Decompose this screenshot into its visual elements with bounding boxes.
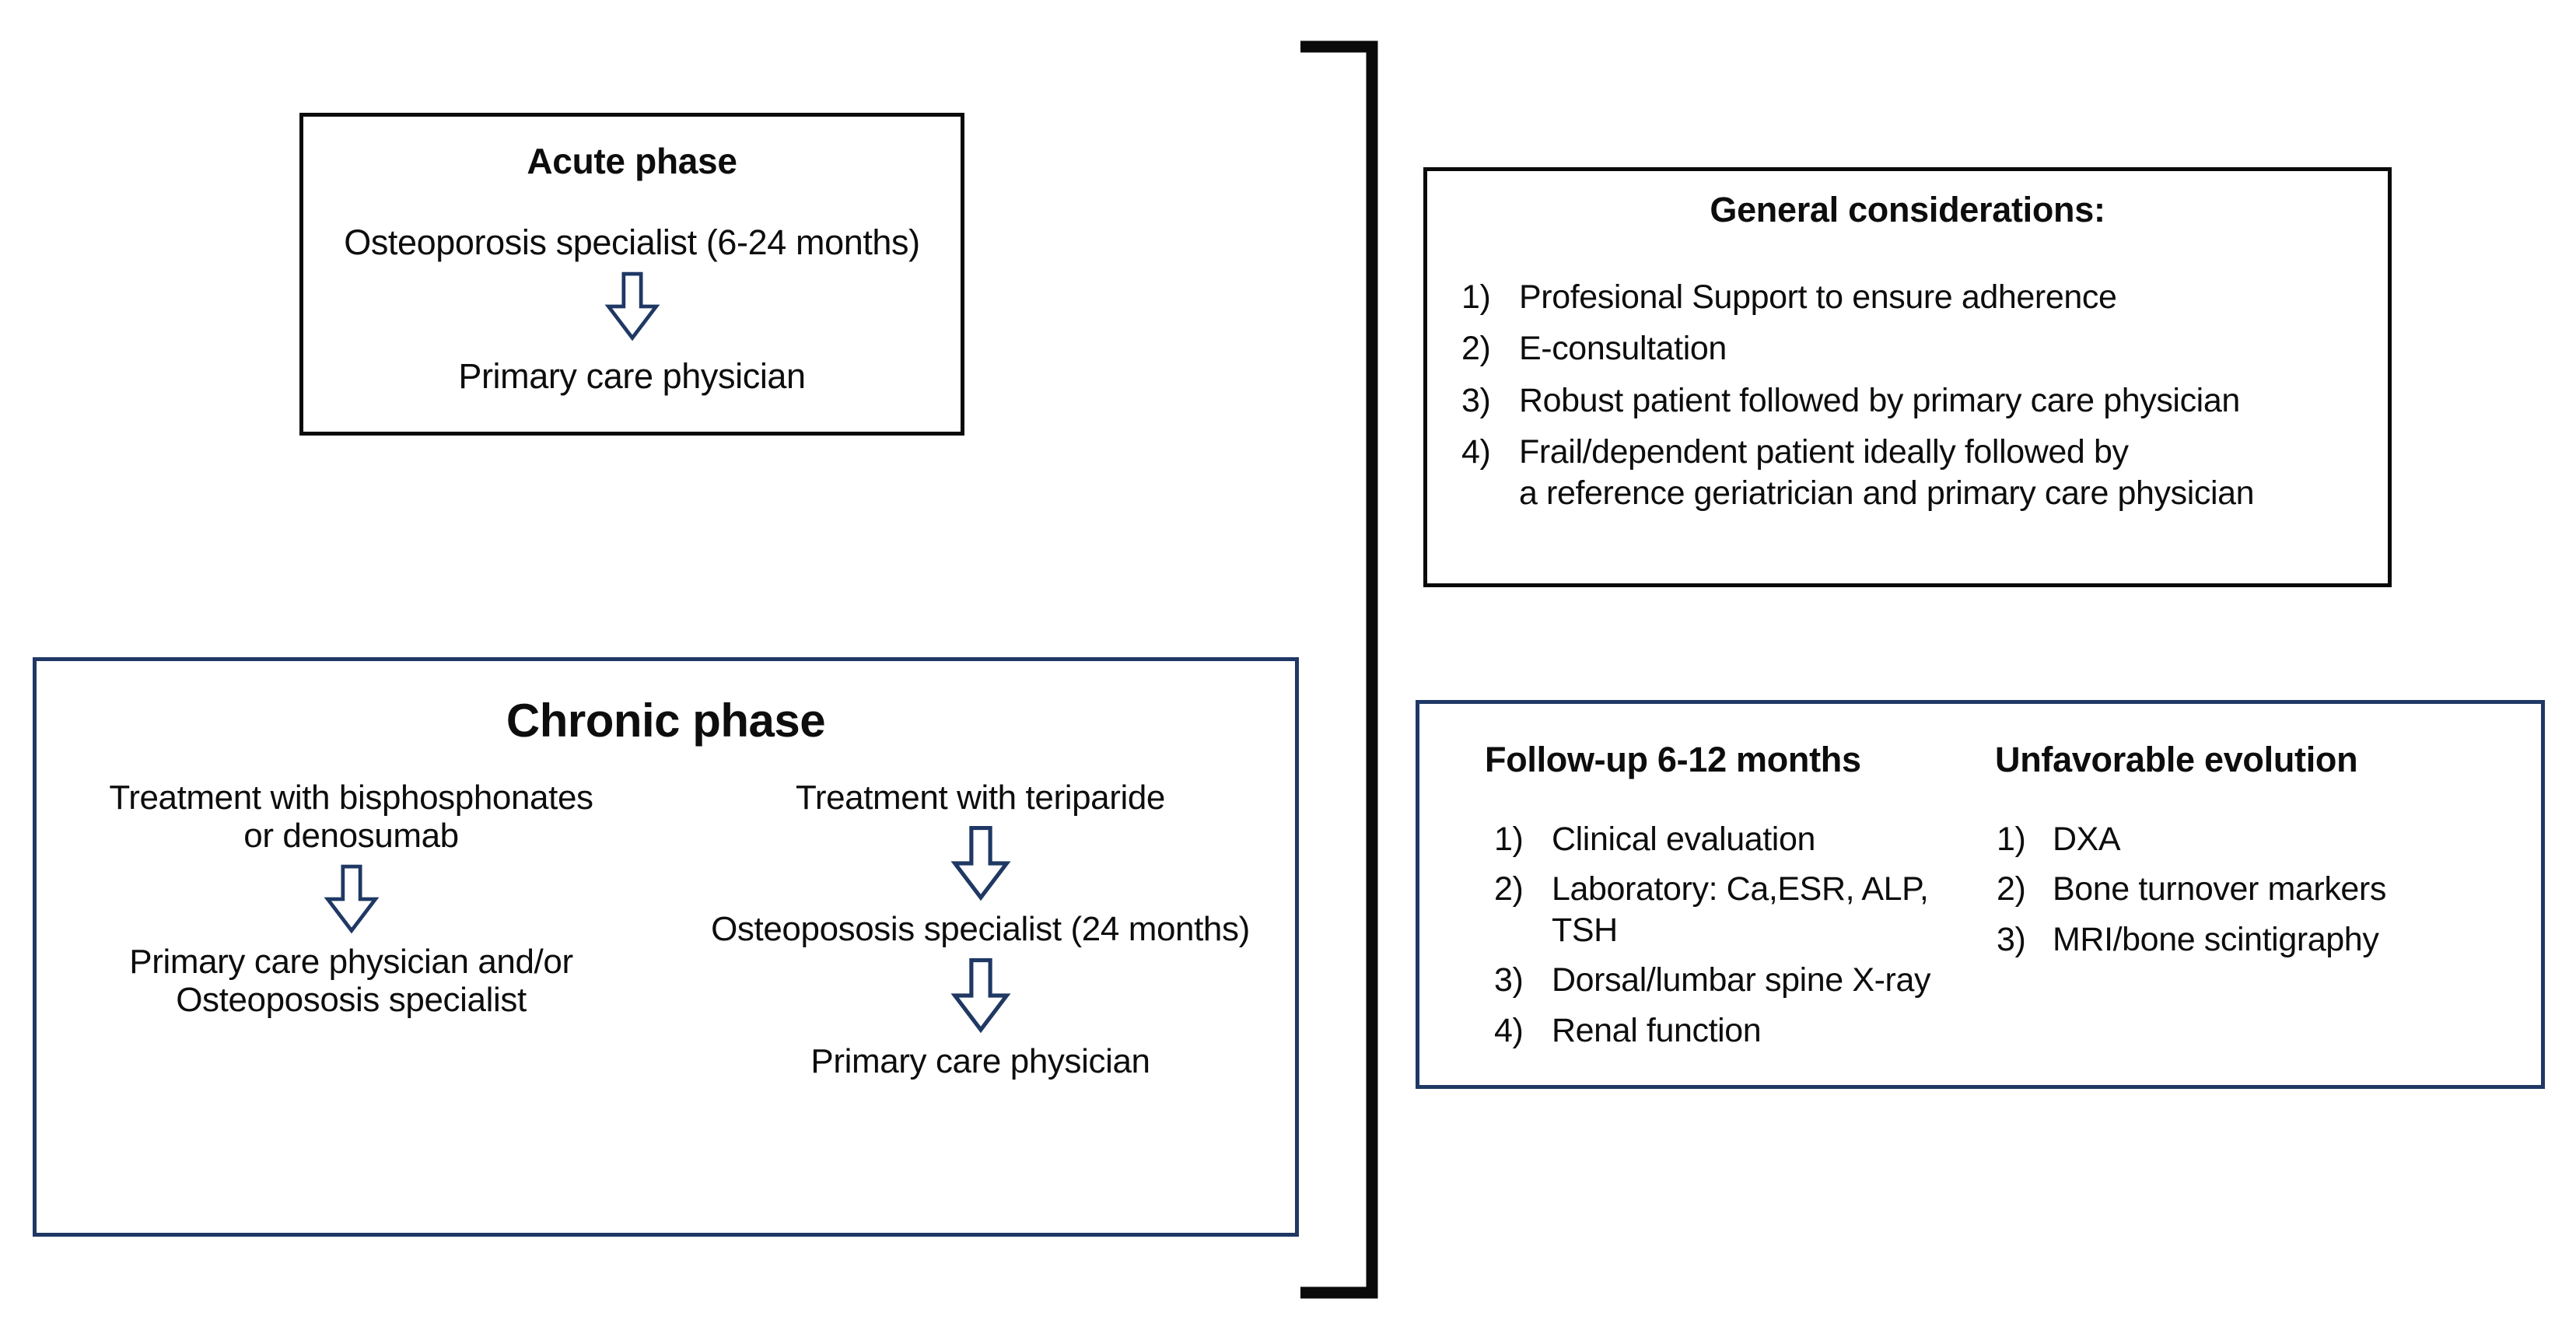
list-text: Frail/dependent patient ideally followed… [1519,433,2129,471]
followup-columns: Follow-up 6-12 months 1) Clinical evalua… [1419,704,2541,1060]
list-text: Renal function [1552,1011,1762,1049]
list-marker: 4) [1461,433,1491,471]
list-text: Bone turnover markers [2053,870,2386,908]
list-text: Clinical evaluation [1552,821,1815,858]
followup-list: 1) Clinical evaluation 2) Laboratory: Ca… [1494,819,1987,1051]
chronic-phase-title: Chronic phase [506,695,826,747]
list-marker: 3) [1494,961,1524,999]
list-item: 4) Renal function [1494,1010,1987,1051]
list-item: 1) Clinical evaluation [1494,819,1987,859]
square-bracket-left-icon [1297,40,1378,1299]
arrow-down-icon [666,957,1295,1034]
chronic-right-step-3: Primary care physician [810,1041,1150,1080]
acute-phase-step-2: Primary care physician [458,356,806,396]
list-text-continuation: a reference geriatrician and primary car… [1519,474,2255,512]
list-item: 2) Bone turnover markers [1997,869,2541,909]
list-marker: 4) [1494,1011,1524,1049]
arrow-down-icon [37,863,666,935]
list-item: 1) Profesional Support to ensure adheren… [1461,277,2372,317]
list-text: Laboratory: Ca,ESR, ALP, TSH [1552,870,1929,949]
list-item: 3) Robust patient followed by primary ca… [1461,380,2372,421]
chronic-left-branch: Treatment with bisphosphonates or denosu… [37,779,666,1080]
chronic-left-step-1-line-1: Treatment with bisphosphonates [109,779,593,817]
list-marker: 2) [1494,870,1524,908]
chronic-left-step-2-line-1: Primary care physician and/or [129,942,573,981]
unfavorable-evolution-heading: Unfavorable evolution [1995,740,2358,779]
acute-phase-step-1: Osteoporosis specialist (6-24 months) [344,222,920,262]
chronic-phase-box: Chronic phase Treatment with bisphosphon… [33,657,1299,1237]
followup-column: Follow-up 6-12 months 1) Clinical evalua… [1419,740,1987,1060]
general-considerations-list: 1) Profesional Support to ensure adheren… [1461,277,2372,513]
list-marker: 3) [1997,920,2026,958]
general-considerations-box: General considerations: 1) Profesional S… [1423,167,2392,587]
arrow-down-icon [303,271,961,342]
list-item: 3) Dorsal/lumbar spine X-ray [1494,960,1987,1000]
chronic-left-step-2-line-2: Osteopososis specialist [176,980,527,1019]
acute-phase-box: Acute phase Osteoporosis specialist (6-2… [299,113,964,436]
followup-heading: Follow-up 6-12 months [1485,740,1861,779]
list-item: 1) DXA [1997,819,2541,859]
chronic-phase-branches: Treatment with bisphosphonates or denosu… [37,779,1295,1080]
list-marker: 1) [1997,821,2026,858]
arrow-down-icon [666,824,1295,902]
list-marker: 2) [1461,330,1491,368]
list-item: 3) MRI/bone scintigraphy [1997,919,2541,960]
list-text: DXA [2053,821,2121,858]
list-item: 2) Laboratory: Ca,ESR, ALP, TSH [1494,869,1987,950]
unfavorable-evolution-column: Unfavorable evolution 1) DXA 2) Bone tur… [1987,740,2541,1060]
list-text: Profesional Support to ensure adherence [1519,278,2117,316]
unfavorable-evolution-list: 1) DXA 2) Bone turnover markers 3) MRI/b… [1997,819,2541,960]
acute-phase-title: Acute phase [527,141,737,181]
general-considerations-title: General considerations: [1710,190,2105,229]
list-marker: 1) [1494,821,1524,858]
chronic-left-step-1-line-2: or denosumab [243,817,459,856]
list-item: 2) E-consultation [1461,328,2372,369]
chronic-right-branch: Treatment with teriparide Osteopososis s… [666,779,1295,1080]
followup-evolution-box: Follow-up 6-12 months 1) Clinical evalua… [1416,700,2545,1089]
chronic-right-step-1: Treatment with teriparide [795,779,1165,817]
chronic-right-step-2: Osteopososis specialist (24 months) [711,910,1250,949]
list-text: Robust patient followed by primary care … [1519,381,2240,419]
list-text: MRI/bone scintigraphy [2053,920,2379,958]
list-text: Dorsal/lumbar spine X-ray [1552,961,1931,999]
list-marker: 1) [1461,278,1491,316]
list-marker: 2) [1997,870,2026,908]
list-text: E-consultation [1519,330,1727,368]
list-item: 4) Frail/dependent patient ideally follo… [1461,432,2372,513]
list-marker: 3) [1461,381,1491,419]
